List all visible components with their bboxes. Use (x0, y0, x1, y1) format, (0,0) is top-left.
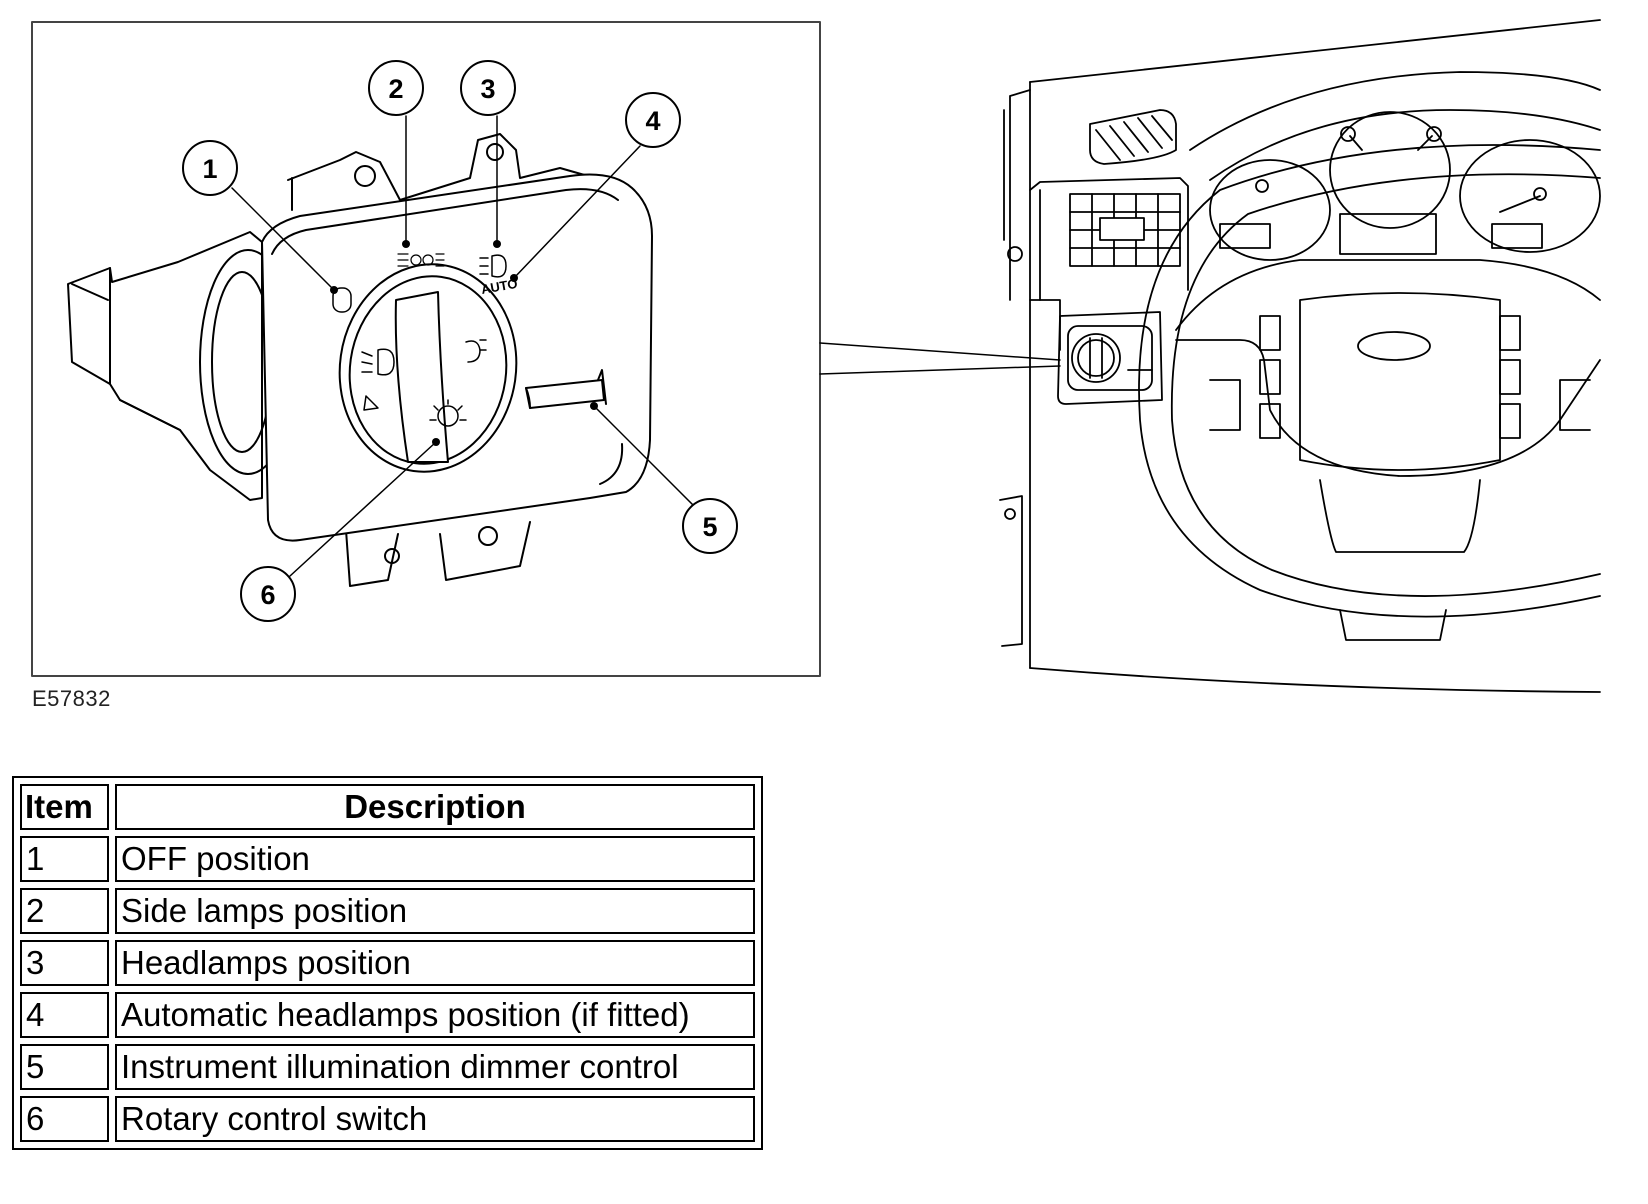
table-row: 2 Side lamps position (20, 888, 755, 934)
cell-description: Rotary control switch (115, 1096, 755, 1142)
table-row: 5 Instrument illumination dimmer control (20, 1044, 755, 1090)
cell-item: 1 (20, 836, 109, 882)
cell-item: 4 (20, 992, 109, 1038)
dimmer-wheel (525, 369, 607, 409)
callout-circles (182, 60, 738, 622)
callout-5: 5 (702, 512, 717, 542)
cell-description: Headlamps position (115, 940, 755, 986)
connector-line-bottom (819, 365, 1061, 375)
callout-6: 6 (260, 580, 275, 610)
cell-description: Side lamps position (115, 888, 755, 934)
table-header-row: Item Description (20, 784, 755, 830)
cell-description: Automatic headlamps position (if fitted) (115, 992, 755, 1038)
callout-4: 4 (645, 106, 660, 136)
leader-lines (231, 115, 707, 577)
side-lamps-icon (397, 253, 445, 267)
headlamps-icon (479, 254, 507, 278)
table-row: 6 Rotary control switch (20, 1096, 755, 1142)
connector-line-top (819, 342, 1061, 361)
cell-item: 2 (20, 888, 109, 934)
auto-label: AUTO (480, 276, 519, 297)
figure-code: E57832 (32, 686, 111, 711)
legend-table: Item Description 1 OFF position 2 Side l… (12, 776, 763, 1150)
cell-item: 5 (20, 1044, 109, 1090)
table-row: 1 OFF position (20, 836, 755, 882)
switch-housing (67, 133, 601, 587)
header-description: Description (115, 784, 755, 830)
cell-description: Instrument illumination dimmer control (115, 1044, 755, 1090)
callout-2: 2 (388, 74, 403, 104)
lighting-switch-diagram: 1 2 3 4 5 6 AUTO (31, 19, 1601, 693)
table-row: 3 Headlamps position (20, 940, 755, 986)
cell-item: 6 (20, 1096, 109, 1142)
off-position-icon (332, 287, 352, 313)
callout-3: 3 (480, 74, 495, 104)
table-row: 4 Automatic headlamps position (if fitte… (20, 992, 755, 1038)
callout-1: 1 (202, 154, 217, 184)
dashboard-view (999, 19, 1601, 693)
cell-item: 3 (20, 940, 109, 986)
dash-illumination-icon (429, 399, 467, 427)
rear-fog-lamp-icon (465, 339, 487, 363)
cell-description: OFF position (115, 836, 755, 882)
detail-frame (31, 21, 821, 677)
header-item: Item (20, 784, 109, 830)
fog-lamp-icon (361, 348, 395, 411)
